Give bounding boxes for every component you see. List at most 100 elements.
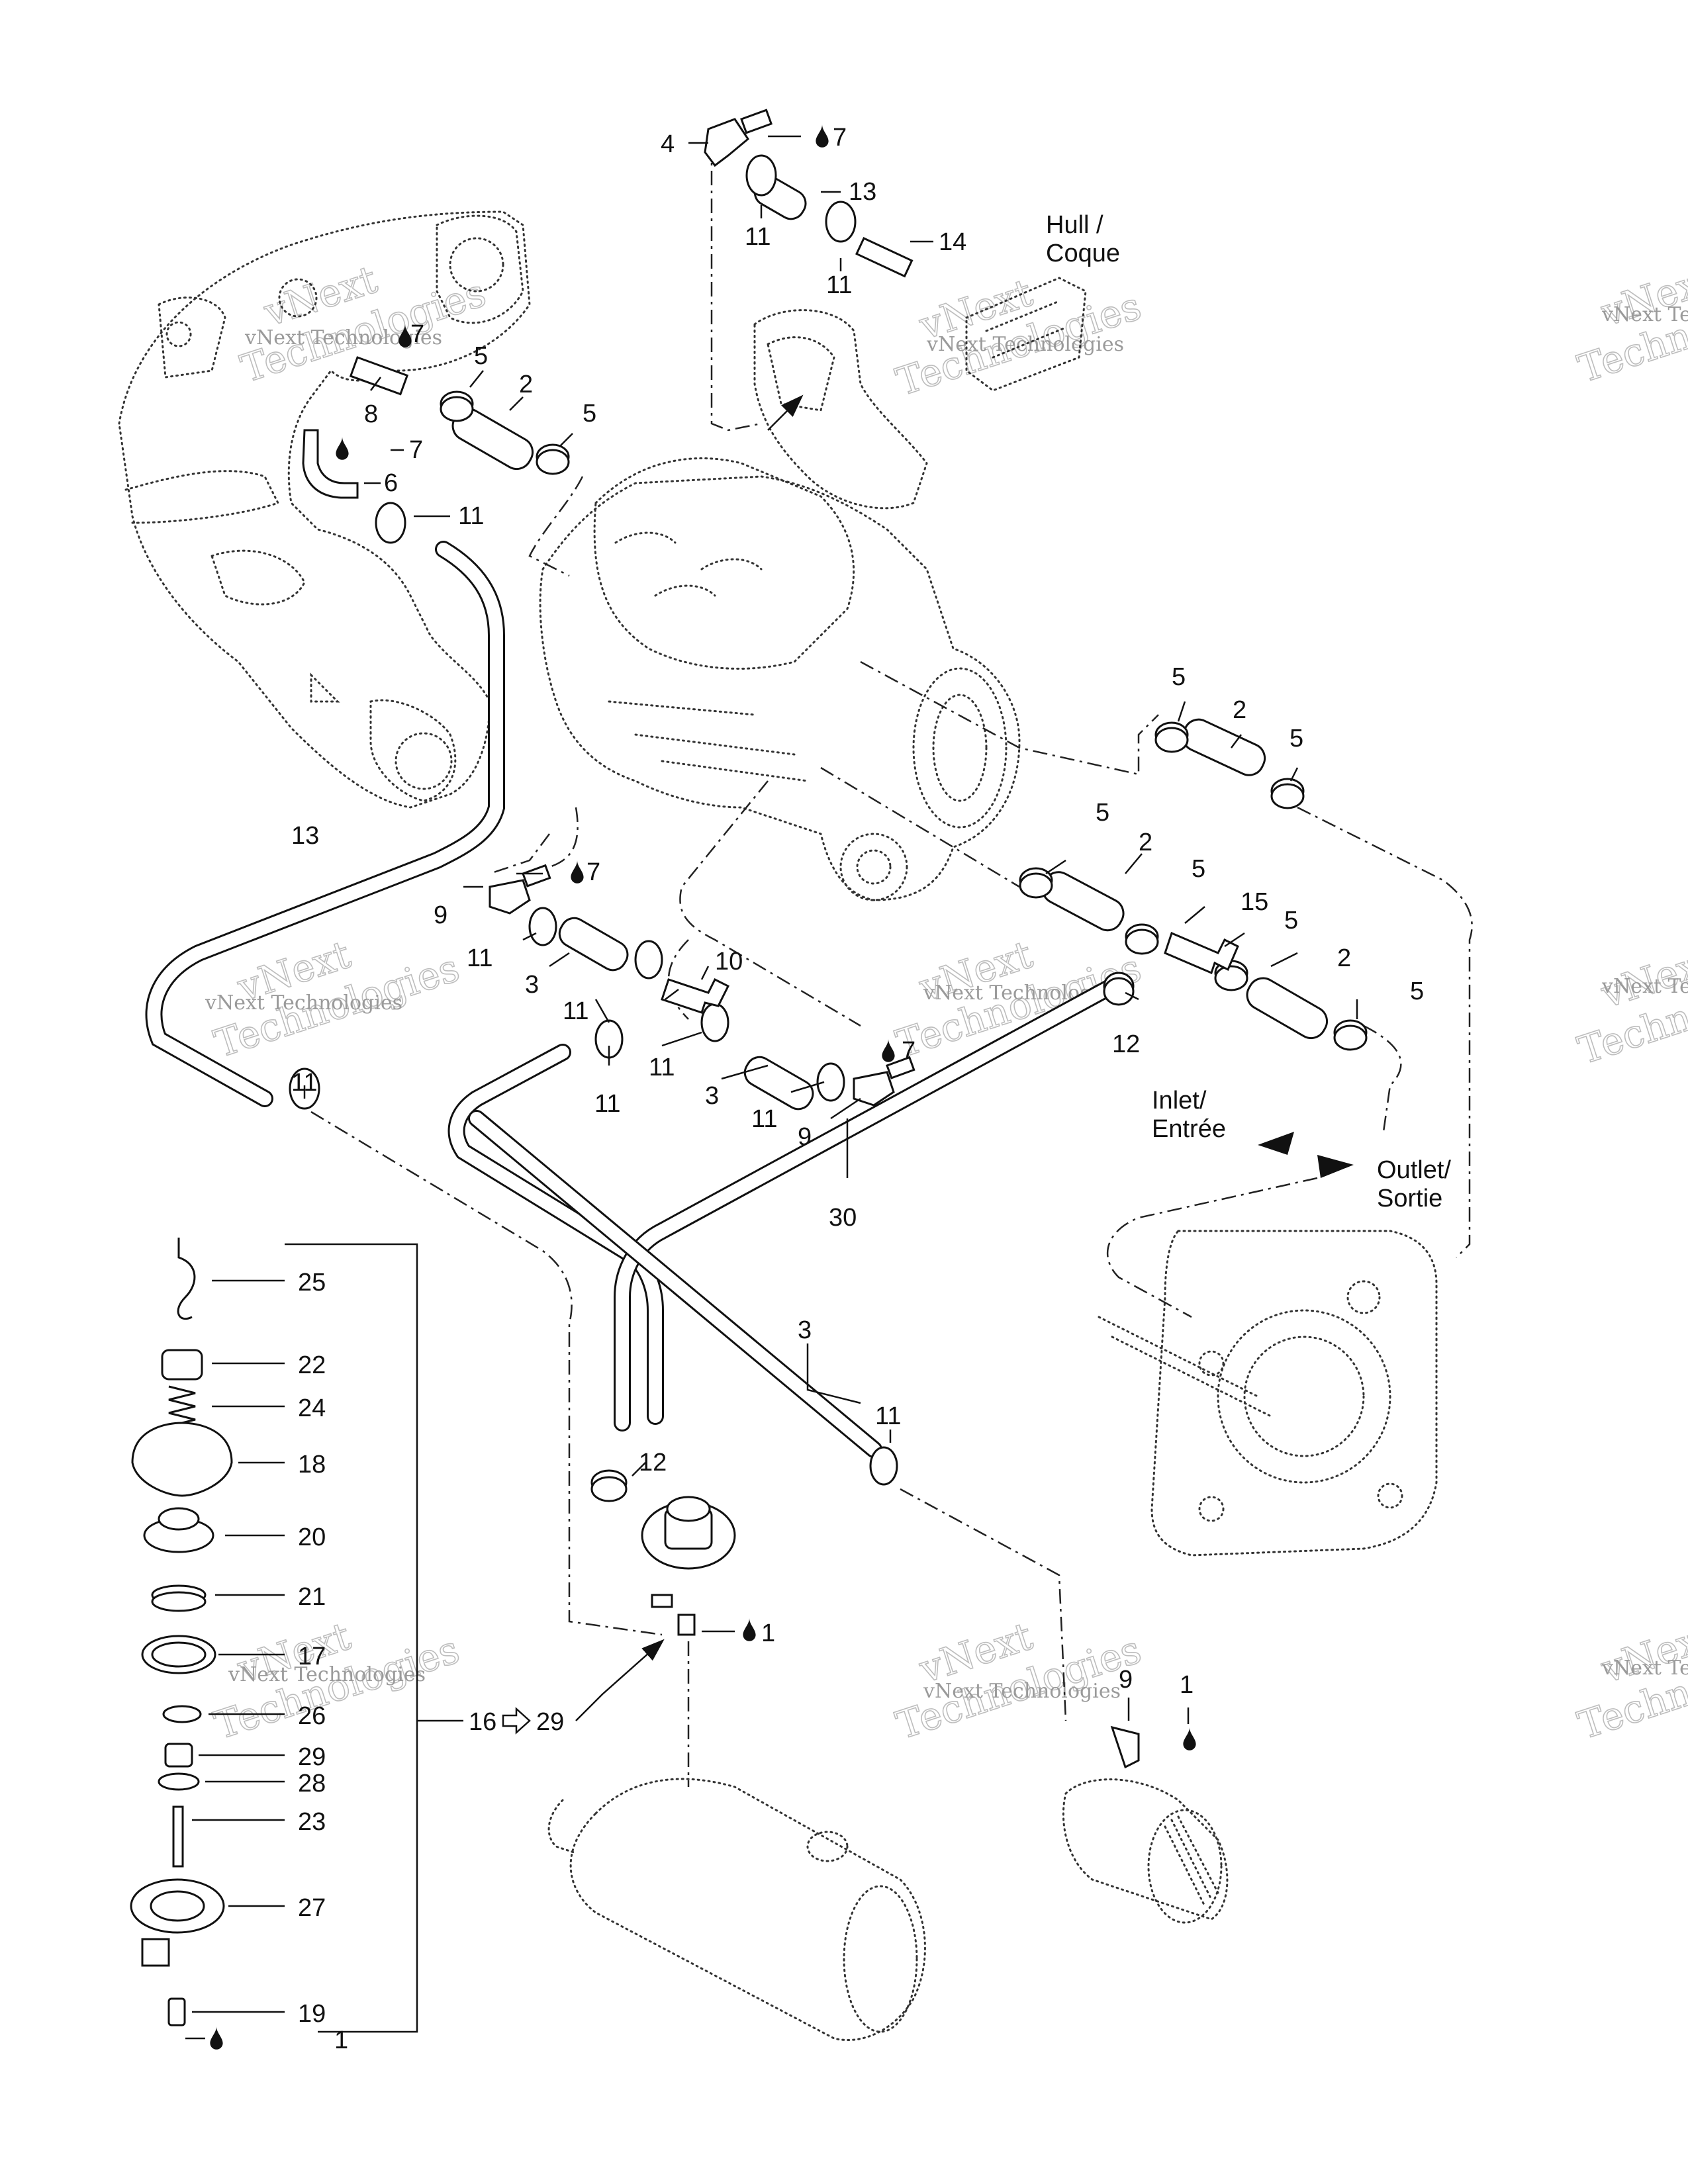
sealant-drop-icon — [1183, 1727, 1196, 1751]
callout-label: 11 — [594, 1090, 620, 1118]
callout-label: 10 — [715, 948, 743, 976]
exhaust-manifold-outline — [118, 210, 531, 809]
callout-label: 3 — [798, 1316, 812, 1344]
caption-entree: Entrée — [1152, 1115, 1226, 1143]
callout-label: 1 — [761, 1619, 775, 1647]
callout-label: 3 — [705, 1082, 719, 1110]
callout-label: 5 — [474, 342, 488, 370]
callout-label: 12 — [1112, 1030, 1140, 1058]
ring-17 — [141, 1635, 216, 1674]
callout-label: 29 — [298, 1743, 326, 1771]
callout-label: 25 — [298, 1269, 326, 1297]
water-separator-outline — [1062, 1778, 1229, 1924]
callout-label: 7 — [902, 1037, 915, 1065]
callout-label: 28 — [298, 1770, 326, 1797]
dome-18 — [131, 1422, 233, 1497]
callout-label: 9 — [434, 901, 447, 929]
callout-label: 4 — [661, 130, 675, 158]
wire-clamp — [1125, 923, 1159, 955]
tee-fitting — [661, 978, 730, 1014]
caption-hull: Hull / — [1046, 211, 1103, 239]
callout-label: 11 — [291, 1069, 317, 1097]
cap-22 — [161, 1349, 203, 1381]
callout-label: 20 — [298, 1524, 326, 1551]
hose-clamp — [869, 1446, 898, 1486]
wire-clamp — [440, 390, 474, 422]
callout-label: 5 — [1172, 663, 1186, 691]
callout-label: 24 — [298, 1394, 326, 1422]
routing-lines — [310, 143, 1473, 1787]
hose-2 — [1182, 718, 1266, 776]
hose-clamp — [700, 1003, 729, 1042]
jet-pump-outline — [1098, 1230, 1438, 1557]
elbow-9 — [1110, 1725, 1140, 1769]
wire-clamp — [536, 443, 570, 475]
hose-3-short — [743, 1056, 814, 1111]
expansion-tank — [641, 1496, 736, 1636]
callout-label: 9 — [1119, 1666, 1133, 1694]
callout-label: 11 — [751, 1105, 777, 1133]
sealant-drop-icon — [210, 2026, 223, 2050]
sealant-drop-icon — [571, 860, 584, 884]
callout-label: 13 — [291, 822, 319, 850]
tee-fitting — [1164, 931, 1239, 975]
callout-label: 5 — [583, 400, 596, 428]
callout-label: 18 — [298, 1451, 326, 1479]
callout-label: 15 — [1241, 888, 1268, 916]
callout-label: 7 — [586, 858, 600, 886]
callout-label: 5 — [1096, 799, 1109, 827]
outlet-arrow — [1317, 1155, 1354, 1178]
wire-clamp — [1270, 778, 1305, 809]
callout-label: 5 — [1410, 978, 1424, 1005]
cap-assembly-bracket — [285, 1243, 463, 2033]
hose-clamp — [745, 154, 777, 197]
elbow-6 — [302, 429, 359, 499]
watermark-text: vNext Technologies — [1601, 975, 1688, 998]
callout-label: 7 — [833, 124, 847, 152]
callout-labels: 4 7 13 11 14 11 5 8 2 5 7 6 11 7 5 2 5 1… — [291, 124, 1424, 2054]
sealant-drop-icon — [816, 124, 829, 148]
wire-clamp — [1333, 1019, 1368, 1051]
watermark-text: vNext Technologies — [1601, 303, 1688, 326]
flow-arrow — [767, 394, 804, 431]
callout-label: 6 — [384, 469, 398, 497]
callout-label: 2 — [1233, 696, 1246, 724]
callout-label: 22 — [298, 1351, 326, 1379]
muffler-outline — [547, 1778, 926, 2041]
hose-clamp — [634, 940, 663, 979]
caption-sortie: Sortie — [1377, 1185, 1442, 1212]
callout-label: 21 — [298, 1583, 326, 1611]
hose-30-long — [447, 978, 1121, 1432]
callout-label: 13 — [849, 178, 876, 206]
callout-label: 11 — [467, 944, 492, 972]
elbow-fitting — [704, 109, 773, 167]
callout-label: 3 — [525, 971, 539, 999]
engine-outline — [539, 309, 1021, 901]
callout-label: 1 — [1180, 1671, 1194, 1699]
clamp-21 — [151, 1584, 207, 1612]
callout-label: 2 — [1337, 944, 1351, 972]
watermark-text: vNext Technologies — [228, 1663, 426, 1686]
elbow-9 — [853, 1056, 915, 1107]
spring-clip-25 — [177, 1238, 196, 1320]
callout-label: 8 — [364, 400, 378, 428]
callout-label: 11 — [745, 223, 771, 251]
callout-label: 1 — [334, 2026, 348, 2054]
callout-label: 29 — [536, 1708, 564, 1736]
callout-label: 11 — [875, 1402, 901, 1430]
spring-24 — [168, 1385, 196, 1428]
callout-label: 9 — [798, 1123, 812, 1151]
callout-label: 5 — [1192, 855, 1205, 883]
circlip-26 — [162, 1705, 202, 1723]
callout-label: 23 — [298, 1808, 326, 1836]
callout-label: 11 — [649, 1054, 675, 1081]
callout-label: 7 — [409, 436, 423, 464]
callout-label: 7 — [410, 320, 424, 348]
elbow-9 — [489, 864, 551, 915]
hose-clamp — [825, 201, 857, 243]
watermark-text: vNext Technologies — [1601, 1657, 1688, 1680]
callout-label: 5 — [1284, 907, 1298, 934]
hose-13-long — [145, 541, 505, 1107]
reference-arrow-icon — [502, 1707, 531, 1735]
